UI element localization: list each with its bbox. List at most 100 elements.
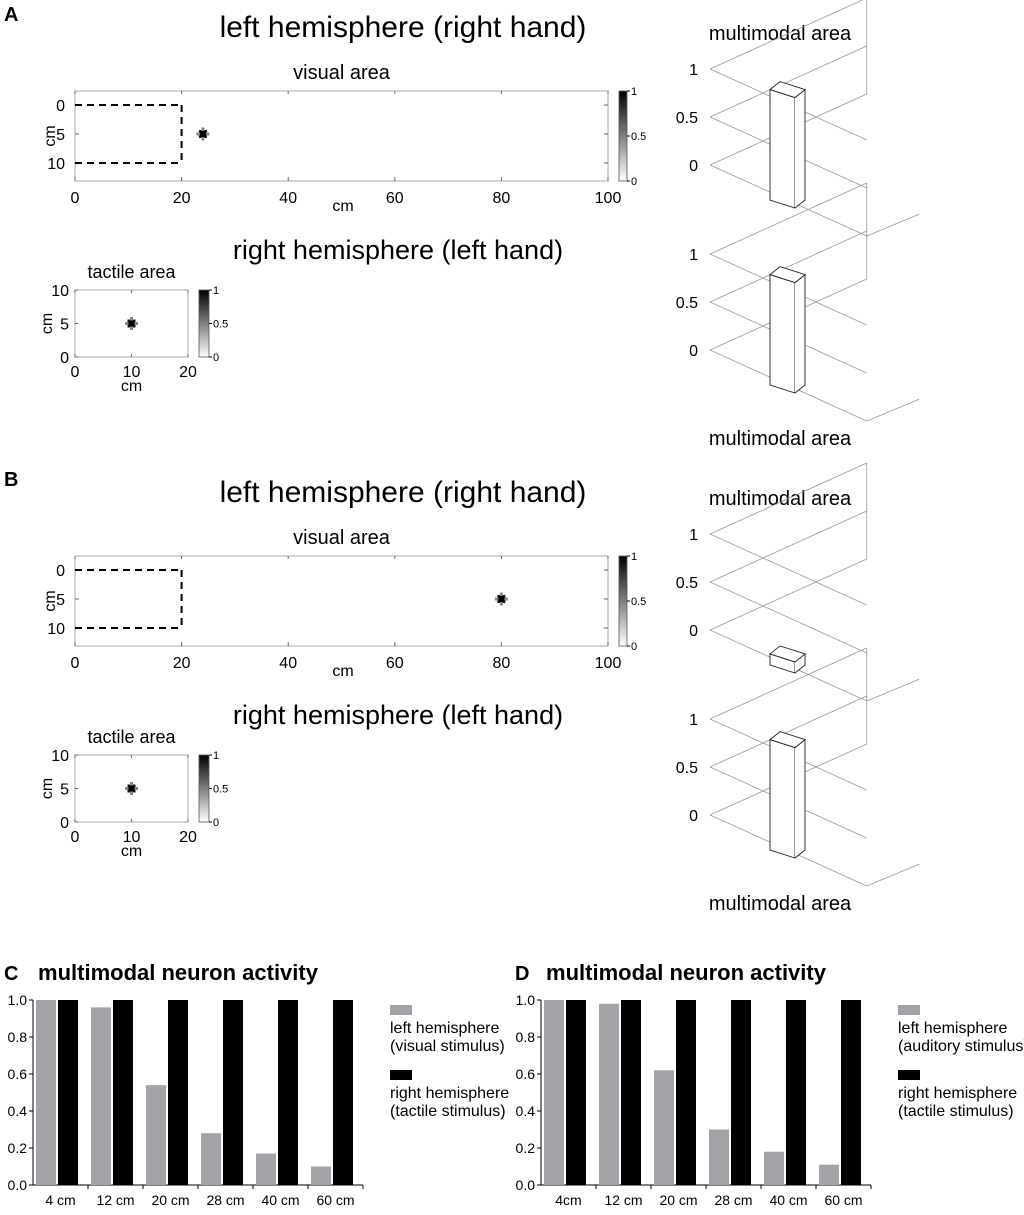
visual-y-tick-label: 5 bbox=[56, 592, 65, 609]
bar-left-hemisphere bbox=[256, 1153, 276, 1185]
multimodal-bottom-title: multimodal area bbox=[709, 428, 852, 450]
multimodal-bottom-bar-side bbox=[794, 273, 806, 394]
panel-letter-b: B bbox=[4, 469, 18, 491]
visual-x-tick-label: 0 bbox=[71, 190, 80, 207]
multimodal-bottom-floor-edge bbox=[866, 863, 920, 887]
legend-label: (tactile stimulus) bbox=[390, 1103, 506, 1120]
visual-y-label: cm bbox=[42, 590, 59, 611]
bar-x-tick-label: 60 cm bbox=[824, 1192, 862, 1208]
visual-x-tick-label: 40 bbox=[279, 190, 297, 207]
bar-x-tick-label: 20 cm bbox=[151, 1192, 189, 1208]
tactile-colorbar-tick-label: 0 bbox=[213, 817, 219, 829]
multimodal-bottom-title: multimodal area bbox=[709, 893, 852, 915]
bar-x-tick-label: 4 cm bbox=[45, 1192, 75, 1208]
visual-colorbar-tick-label: 0.5 bbox=[631, 131, 646, 143]
multimodal-top-grid-front bbox=[709, 581, 867, 654]
bar-x-tick-label: 40 cm bbox=[769, 1192, 807, 1208]
bar-x-tick-label: 12 cm bbox=[604, 1192, 642, 1208]
top-hemisphere-title: left hemisphere (right hand) bbox=[220, 476, 587, 509]
visual-stimulus-center bbox=[199, 131, 206, 137]
bar-y-tick-label: 0.0 bbox=[516, 1177, 536, 1193]
bar-left-hemisphere bbox=[544, 1000, 564, 1185]
tactile-x-label: cm bbox=[121, 378, 142, 395]
tactile-colorbar-tick-label: 0.5 bbox=[213, 318, 228, 330]
tactile-y-tick-label: 5 bbox=[60, 782, 69, 799]
visual-area-title: visual area bbox=[293, 62, 391, 84]
bar-right-hemisphere bbox=[333, 1000, 353, 1185]
tactile-x-tick-label: 20 bbox=[179, 829, 197, 846]
visual-colorbar-bar bbox=[618, 90, 628, 182]
visual-colorbar-tick-label: 0 bbox=[631, 641, 637, 653]
bar-y-tick-label: 0.8 bbox=[516, 1029, 536, 1045]
tactile-x-tick-label: 0 bbox=[71, 364, 80, 381]
bar-right-hemisphere bbox=[731, 1000, 751, 1185]
bar-left-hemisphere bbox=[201, 1133, 221, 1185]
bar-right-hemisphere bbox=[113, 1000, 133, 1185]
tactile-colorbar-bar bbox=[198, 754, 210, 823]
multimodal-top-floor-edge bbox=[866, 213, 920, 237]
tactile-y-tick-label: 10 bbox=[51, 283, 69, 300]
bar-right-hemisphere bbox=[676, 1000, 696, 1185]
bar-chart-title: multimodal neuron activity bbox=[38, 960, 319, 985]
tactile-stimulus-center bbox=[128, 320, 135, 327]
multimodal-bottom-bar-side bbox=[794, 738, 806, 859]
bar-right-hemisphere bbox=[223, 1000, 243, 1185]
visual-y-tick-label: 5 bbox=[56, 127, 65, 144]
tactile-x-tick-label: 20 bbox=[179, 364, 197, 381]
bar-left-hemisphere bbox=[311, 1166, 331, 1185]
multimodal-top-title: multimodal area bbox=[709, 23, 852, 45]
multimodal-top-grid-back bbox=[709, 510, 867, 583]
multimodal-top-grid-back bbox=[709, 462, 867, 535]
visual-colorbar-tick-label: 1 bbox=[631, 551, 637, 563]
multimodal-top-title: multimodal area bbox=[709, 488, 852, 510]
legend-swatch bbox=[898, 1070, 920, 1080]
visual-area-title: visual area bbox=[293, 527, 391, 549]
bar-left-hemisphere bbox=[36, 1000, 56, 1185]
visual-x-tick-label: 100 bbox=[595, 655, 622, 672]
multimodal-top-bar-top bbox=[769, 645, 806, 663]
bar-x-tick-label: 4cm bbox=[555, 1192, 581, 1208]
visual-x-label: cm bbox=[332, 198, 353, 215]
bar-x-tick-label: 28 cm bbox=[714, 1192, 752, 1208]
visual-x-tick-label: 40 bbox=[279, 655, 297, 672]
visual-colorbar-tick-label: 0 bbox=[631, 176, 637, 188]
tactile-colorbar-tick-label: 0 bbox=[213, 352, 219, 364]
visual-x-label: cm bbox=[332, 663, 353, 680]
visual-x-tick-label: 80 bbox=[493, 190, 511, 207]
legend-swatch bbox=[390, 1005, 412, 1015]
multimodal-top-grid-back bbox=[709, 0, 864, 70]
visual-y-tick-label: 0 bbox=[56, 98, 65, 115]
bar-y-tick-label: 0.2 bbox=[516, 1140, 536, 1156]
tactile-y-tick-label: 0 bbox=[60, 350, 69, 367]
bar-x-tick-label: 12 cm bbox=[96, 1192, 134, 1208]
multimodal-top-bar bbox=[769, 645, 806, 674]
tactile-y-tick-label: 0 bbox=[60, 815, 69, 832]
tactile-colorbar-tick-label: 1 bbox=[213, 285, 219, 297]
multimodal-bottom-z-tick-label: 0.5 bbox=[676, 295, 698, 312]
multimodal-bottom-floor-edge bbox=[866, 398, 920, 422]
visual-colorbar-tick-label: 1 bbox=[631, 86, 637, 98]
bar-y-tick-label: 0.2 bbox=[8, 1140, 28, 1156]
bar-y-tick-label: 0.4 bbox=[516, 1103, 536, 1119]
bar-y-tick-label: 0.6 bbox=[516, 1066, 536, 1082]
visual-y-label: cm bbox=[42, 125, 59, 146]
visual-y-tick-label: 10 bbox=[47, 156, 65, 173]
tactile-x-label: cm bbox=[121, 843, 142, 860]
multimodal-top-z-tick-label: 0 bbox=[689, 623, 698, 640]
bar-y-tick-label: 0.4 bbox=[8, 1103, 28, 1119]
multimodal-top-grid-front bbox=[709, 533, 867, 606]
legend-swatch bbox=[390, 1070, 412, 1080]
multimodal-bottom-grid-back bbox=[709, 230, 867, 303]
bar-left-hemisphere bbox=[599, 1003, 619, 1185]
bar-right-hemisphere bbox=[786, 1000, 806, 1185]
tactile-y-label: cm bbox=[39, 313, 56, 334]
panel-letter-a: A bbox=[4, 4, 18, 26]
multimodal-bottom-z-tick-label: 0.5 bbox=[676, 760, 698, 777]
bar-right-hemisphere bbox=[841, 1000, 861, 1185]
tactile-y-tick-label: 10 bbox=[51, 748, 69, 765]
visual-area-frame bbox=[74, 90, 609, 182]
legend-swatch bbox=[898, 1005, 920, 1015]
multimodal-bottom-grid-back bbox=[709, 182, 867, 255]
panel-letter-c: C bbox=[4, 963, 18, 985]
